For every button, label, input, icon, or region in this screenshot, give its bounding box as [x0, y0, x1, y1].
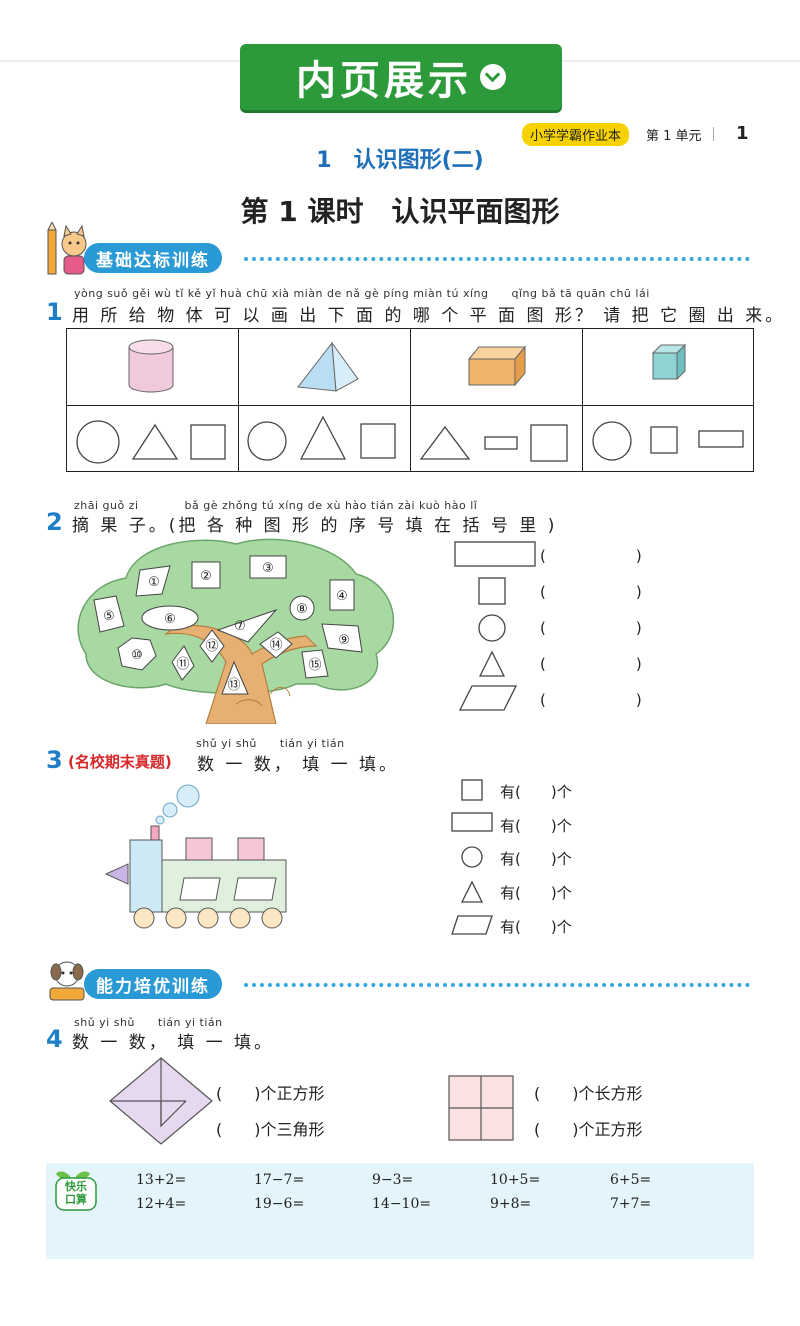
oral-item[interactable]: 13+2= — [136, 1172, 187, 1188]
q1-options-4[interactable] — [589, 419, 749, 465]
oral-item[interactable]: 7+7= — [610, 1196, 652, 1212]
fruit-label: ⑥ — [164, 612, 176, 627]
q1-pinyin: yòng suǒ gěi wù tǐ kě yǐ huà chū xià mià… — [74, 287, 650, 300]
q3-shape-column — [451, 779, 493, 935]
banner-title: 内页展示 — [296, 58, 472, 104]
oral-item[interactable]: 9−3= — [372, 1172, 414, 1188]
q3-answer-2[interactable]: 有( )个 — [500, 817, 572, 835]
page-banner: 内页展示 — [240, 44, 562, 110]
section-divider — [244, 257, 750, 261]
q3-tag: (名校期末真题) — [68, 753, 172, 771]
q2-number: 2 — [46, 508, 63, 536]
oral-arithmetic-box — [46, 1163, 754, 1259]
oral-item[interactable]: 6+5= — [610, 1172, 652, 1188]
cuboid-object — [467, 345, 527, 387]
fruit-label: ⑫ — [205, 639, 218, 654]
section-advanced-heading: 能力培优训练 — [84, 969, 222, 999]
q2-answer-2[interactable]: ( ) — [540, 583, 642, 601]
q3-text: 数 一 数， 填 一 填。 — [197, 755, 400, 775]
cylinder-object — [128, 339, 174, 393]
q3-answer-3[interactable]: 有( )个 — [500, 850, 572, 868]
q4-left-answer-1[interactable]: ( )个正方形 — [216, 1084, 325, 1103]
header-divider — [713, 127, 714, 141]
q1-options-1[interactable] — [73, 419, 233, 465]
q1-text: 用 所 给 物 体 可 以 画 出 下 面 的 哪 个 平 面 图 形？ 请 把… — [72, 306, 786, 326]
q4-text: 数 一 数， 填 一 填。 — [72, 1033, 275, 1053]
q3-number: 3 — [46, 746, 63, 774]
series-tag: 小学学霸作业本 — [522, 123, 630, 146]
sprout-badge-icon — [55, 1171, 97, 1211]
cube-object — [651, 343, 687, 381]
fruit-label: ① — [148, 575, 160, 590]
page-number: 1 — [736, 123, 749, 144]
fruit-label: ⑮ — [308, 658, 321, 673]
oral-item[interactable]: 17−7= — [254, 1172, 305, 1188]
oral-item[interactable]: 19−6= — [254, 1196, 305, 1212]
q4-pinyin: shǔ yi shǔ tián yi tián — [74, 1016, 223, 1029]
fruit-label: ② — [200, 569, 212, 584]
q2-answer-5[interactable]: ( ) — [540, 691, 642, 709]
oral-badge-top: 快乐 — [65, 1180, 87, 1193]
q2-answer-4[interactable]: ( ) — [540, 655, 642, 673]
dog-reading-icon — [49, 961, 85, 1001]
q4-right-answer-2[interactable]: ( )个正方形 — [534, 1120, 643, 1139]
fruit-label: ⑤ — [103, 609, 115, 624]
pyramid-object — [297, 341, 359, 392]
q1-options-2[interactable] — [245, 413, 405, 465]
q2-text: 摘 果 子。(把 各 种 图 形 的 序 号 填 在 括 号 里 ) — [72, 516, 558, 536]
q3-answer-4[interactable]: 有( )个 — [500, 884, 572, 902]
lesson-title: 第 1 课时 认识平面图形 — [240, 195, 560, 228]
q3-answer-5[interactable]: 有( )个 — [500, 918, 572, 936]
oral-item[interactable]: 10+5= — [490, 1172, 541, 1188]
q1-table — [66, 328, 754, 472]
section-basic-heading: 基础达标训练 — [84, 243, 222, 273]
q4-number: 4 — [46, 1025, 63, 1053]
oral-item[interactable]: 9+8= — [490, 1196, 532, 1212]
q1-options-3[interactable] — [417, 419, 577, 465]
section-divider — [244, 983, 750, 987]
fruit-label: ③ — [262, 561, 274, 576]
q3-pinyin: shǔ yi shǔ tián yi tián — [196, 737, 345, 750]
fruit-label: ⑩ — [131, 648, 143, 663]
q2-shape-column — [454, 541, 536, 711]
q4-right-answer-1[interactable]: ( )个长方形 — [534, 1084, 643, 1103]
chevron-down-icon — [480, 64, 506, 90]
q2-answer-1[interactable]: ( ) — [540, 547, 642, 565]
oral-item[interactable]: 12+4= — [136, 1196, 187, 1212]
cat-pencil-icon — [47, 222, 87, 275]
train-diagram — [104, 784, 287, 929]
oral-badge-bottom: 口算 — [65, 1193, 87, 1206]
q4-figure-left — [109, 1057, 213, 1145]
fruit-label: ⑭ — [269, 638, 282, 653]
fruit-label: ⑦ — [234, 619, 246, 634]
q2-answer-3[interactable]: ( ) — [540, 619, 642, 637]
fruit-label: ⑪ — [176, 657, 189, 672]
fruit-label: ⑨ — [338, 633, 350, 648]
fruit-label: ⑬ — [227, 678, 240, 693]
chapter-title: 1 认识图形(二) — [316, 148, 484, 173]
q4-figure-right — [448, 1075, 514, 1141]
q3-answer-1[interactable]: 有( )个 — [500, 783, 572, 801]
fruit-label: ④ — [336, 589, 348, 604]
q2-pinyin: zhāi guǒ zi bǎ gè zhǒng tú xíng de xù hà… — [74, 499, 478, 512]
q4-left-answer-2[interactable]: ( )个三角形 — [216, 1120, 325, 1139]
oral-item[interactable]: 14−10= — [372, 1196, 432, 1212]
fruit-label: ⑧ — [296, 602, 308, 617]
oral-badge-label: 快乐 口算 — [56, 1180, 96, 1206]
q1-number: 1 — [46, 298, 63, 326]
fruit-tree-diagram: ① ② ③ ④ ⑤ ⑥ ⑦ ⑧ ⑨ ⑩ ⑪ ⑫ ⑬ ⑭ ⑮ — [77, 538, 395, 724]
unit-label: 第 1 单元 — [646, 129, 702, 144]
